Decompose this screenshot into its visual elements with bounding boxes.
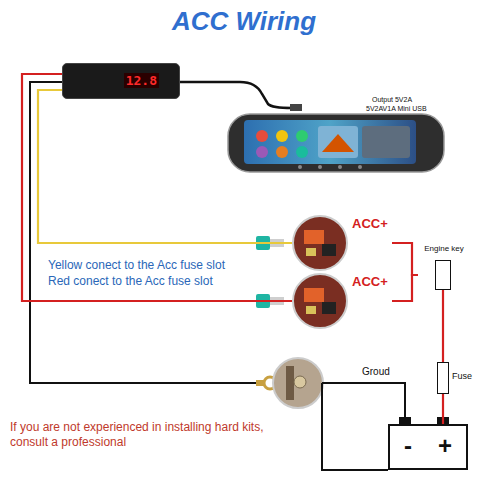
wire (442, 290, 444, 362)
chassis-wire (322, 383, 388, 470)
ground-label: Groud (362, 366, 390, 377)
mirror-buttons (298, 165, 362, 169)
key-switch (435, 260, 451, 290)
title: ACC Wiring (0, 6, 488, 37)
ground-photo (273, 358, 323, 408)
engine-key: Engine key (418, 244, 472, 296)
node-text: Engine key (418, 244, 470, 253)
connector-type: 5V2AV1A Mini USB (366, 105, 427, 112)
terminal-sign: + (438, 432, 452, 460)
terminal-sign: - (404, 432, 412, 460)
output-rating: Output 5V2A (372, 96, 412, 103)
warning-note: If you are not experienced in installing… (10, 420, 288, 450)
fuse-slot: ACC+ (292, 272, 392, 330)
rear-mirror (228, 114, 444, 172)
battery-ground-wire (322, 383, 405, 417)
wire (38, 90, 292, 243)
wiring-note: Red conect to the Acc fuse slot (48, 274, 288, 288)
usb-cable (180, 82, 292, 108)
node-text: Fuse (452, 371, 472, 381)
wire (442, 394, 444, 424)
mirror-screen (244, 120, 416, 164)
converter-box: 12.8 (62, 63, 180, 99)
screen-icons (256, 126, 410, 158)
voltage-display: 12.8 (124, 73, 159, 88)
fuse-slot: ACC+ (292, 214, 392, 272)
inline-fuse: Fuse (434, 362, 484, 394)
wire (392, 243, 418, 275)
battery-terminal (399, 417, 411, 424)
wiring-note: Yellow conect to the Acc fuse slot (48, 258, 288, 272)
fuse-box-photo (292, 272, 350, 330)
fuse-box-photo (292, 214, 350, 272)
node-text: ACC+ (352, 274, 388, 289)
wire (392, 275, 418, 301)
node-text: ACC+ (352, 216, 388, 231)
car-battery: -+ (388, 424, 468, 470)
usb-plug (290, 104, 302, 111)
ground-wire (30, 82, 258, 383)
fuse-body (437, 362, 449, 394)
wire (22, 74, 292, 301)
